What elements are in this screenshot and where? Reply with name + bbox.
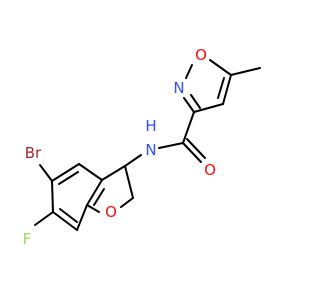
benzene-bond-c4-c5-inner <box>58 171 79 185</box>
amide-nitrogen-label: N <box>145 141 156 159</box>
benzene-bond-c4-c5 <box>51 163 80 182</box>
carboxamide-bond <box>182 111 195 144</box>
isoxazole-bond-c3-c4 <box>193 103 224 113</box>
methyl-bond <box>230 67 261 76</box>
isoxazole-bond-c4-c5 <box>222 74 232 105</box>
benzene-bond-c7a-c3a <box>86 179 103 206</box>
amide-hydrogen-label: H <box>145 117 156 135</box>
furan-bond-o-c7a <box>86 204 100 213</box>
furan-bond-c3-c2 <box>124 165 134 199</box>
amide-n-ring-bond <box>124 154 142 167</box>
benzene-bond-c7-c7a <box>76 204 88 231</box>
carbonyl-oxygen-label: O <box>204 161 216 179</box>
furan-oxygen-label: O <box>105 203 117 221</box>
isoxazole-bond-n2-c3 <box>183 97 195 113</box>
molecule-diagram: O N N H O Br F O <box>23 46 261 248</box>
isoxazole-bond-o1-n2 <box>185 64 193 79</box>
carbonyl-bond-outer <box>182 142 202 163</box>
isoxazole-bond-c4-c5-inner <box>217 77 225 99</box>
benzene-bond-c6-c7-inner <box>59 208 78 223</box>
bromine-label: Br <box>25 144 42 162</box>
fluorine-bond <box>34 211 54 226</box>
benzene-bond-c7a-c3a-inner <box>93 188 105 206</box>
isoxazole-oxygen-label: O <box>195 46 207 64</box>
furan-bond-c2-o <box>120 197 134 208</box>
isoxazole-bond-n2-c3-inner <box>190 94 201 109</box>
furan-bond-c3-c3a <box>101 165 126 181</box>
benzene-bond-c5-c6 <box>51 180 54 213</box>
amide-n-c-bond <box>158 142 184 149</box>
bromine-bond <box>39 164 53 182</box>
isoxazole-bond-c5-o1 <box>209 59 232 76</box>
benzene-bond-c6-c7 <box>52 211 78 231</box>
structure-drawing: O N N H O Br F O <box>23 46 261 248</box>
isoxazole-nitrogen-label: N <box>173 79 184 97</box>
benzene-bond-c3a-c4 <box>78 163 103 181</box>
carbonyl-bond-inner <box>186 138 206 159</box>
fluorine-label: F <box>23 230 32 248</box>
